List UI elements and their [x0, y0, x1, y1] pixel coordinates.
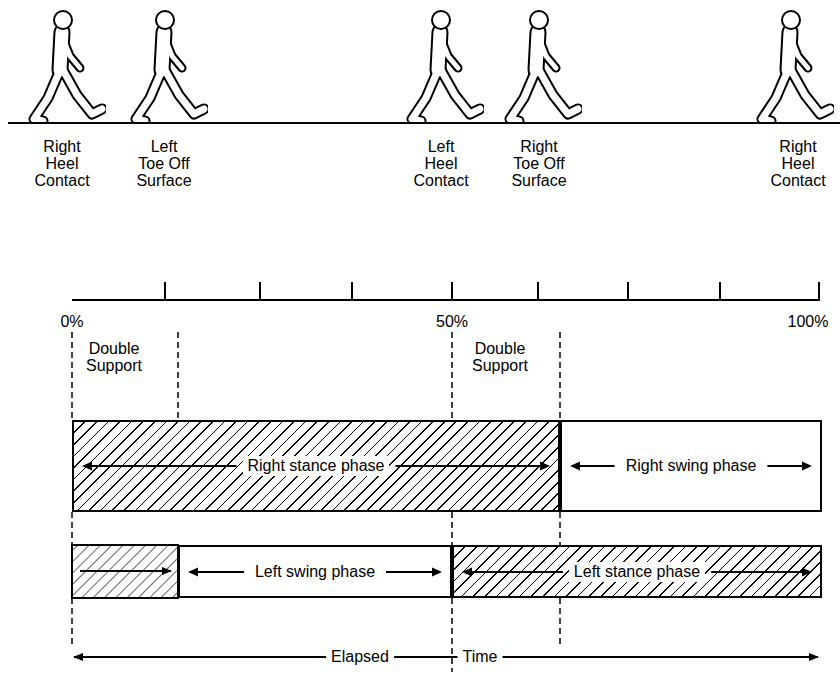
- event-label: Right Toe Off Surface: [511, 138, 566, 189]
- swing-bar: Right swing phase: [560, 420, 822, 512]
- event-label: Right Heel Contact: [770, 138, 825, 189]
- phase-arrow: [395, 465, 542, 467]
- percent-label: 50%: [436, 313, 468, 330]
- arrow-head: [802, 568, 812, 577]
- phase-label: Left swing phase: [250, 562, 380, 582]
- swing-bar: Left swing phase: [178, 545, 452, 598]
- phase-arrow: [386, 571, 434, 573]
- event-label: Right Heel Contact: [34, 138, 89, 189]
- phase-arrow: [80, 570, 171, 572]
- walking-figure: [34, 11, 102, 121]
- percent-label: 0%: [60, 313, 83, 330]
- arrow-head: [570, 462, 580, 471]
- elapsed-label: Elapsed: [326, 648, 394, 665]
- event-label: Left Heel Contact: [413, 138, 468, 189]
- walking-figure: [412, 11, 480, 121]
- arrow-head: [462, 568, 472, 577]
- stance-bar: Right stance phase: [72, 420, 560, 512]
- elapsed-arrow: [74, 656, 818, 658]
- walking-figure: [136, 11, 204, 121]
- time-scale: [72, 282, 820, 300]
- arrow-head: [82, 462, 92, 471]
- phase-arrow: [90, 465, 237, 467]
- event-label: Left Toe Off Surface: [136, 138, 191, 189]
- percent-label: 100%: [788, 313, 829, 330]
- bar-outline: [72, 545, 178, 598]
- walking-figure: [510, 11, 578, 121]
- arrow-head: [188, 568, 198, 577]
- arrow-head: [432, 568, 442, 577]
- arrow-head: [802, 462, 812, 471]
- ground-line: [8, 122, 840, 124]
- phase-arrow: [767, 465, 804, 467]
- stance-bar: Left stance phase: [452, 545, 822, 598]
- arrow-head: [540, 462, 550, 471]
- elapsed-label: Time: [458, 648, 503, 665]
- stance-bar: [72, 545, 178, 598]
- phase-label: Right swing phase: [621, 456, 762, 476]
- phase-label: Right stance phase: [243, 456, 390, 476]
- walking-figure: [762, 11, 830, 121]
- phase-arrow: [196, 571, 244, 573]
- phase-label: Left stance phase: [569, 562, 705, 582]
- phase-arrow: [711, 571, 804, 573]
- phase-arrow: [578, 465, 615, 467]
- phase-boundary: [72, 332, 560, 672]
- phase-arrow: [470, 571, 563, 573]
- double-support-label: Double Support: [86, 340, 142, 374]
- double-support-label: Double Support: [472, 340, 528, 374]
